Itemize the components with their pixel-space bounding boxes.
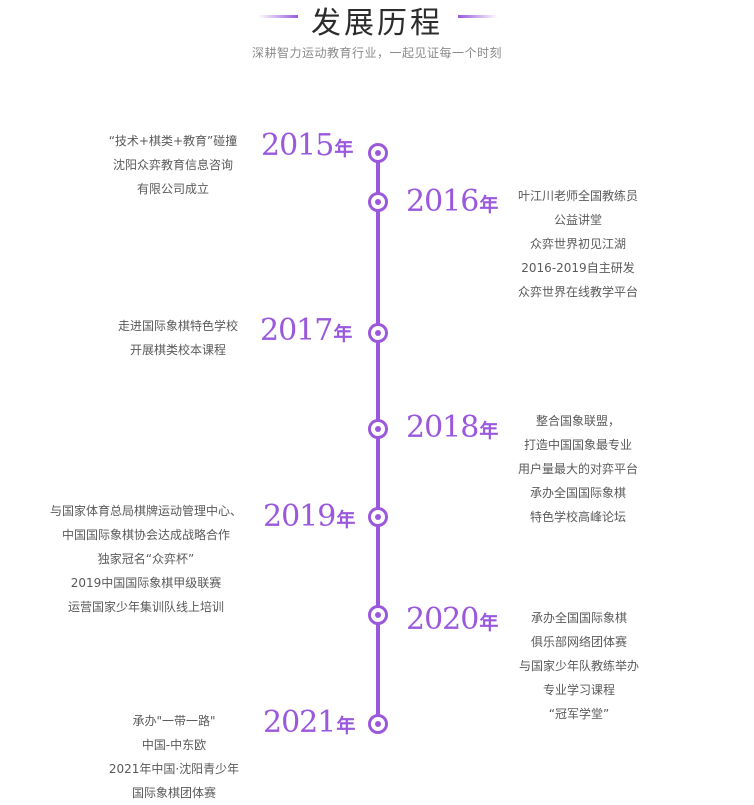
year-number: 2020 (406, 602, 479, 637)
year-number: 2021 (263, 705, 336, 740)
year-suffix: 年 (479, 420, 499, 442)
header: 发展历程 深耕智力运动教育行业，一起见证每一个时刻 (0, 0, 754, 70)
milestone-line: 运营国家少年集训队线上培训 (67, 600, 224, 614)
milestone-description: 与国家体育总局棋牌运动管理中心、 中国国际象棋协会达成战略合作 独家冠名“众弈杯… (26, 499, 266, 619)
milestone-line: 开展棋类校本课程 (129, 343, 226, 357)
year-label: 2020年 (406, 602, 498, 637)
year-suffix: 年 (479, 612, 499, 634)
milestone-line: 特色学校高峰论坛 (529, 510, 626, 524)
year-label: 2016年 (406, 184, 498, 219)
milestone-line: 众弈世界在线教学平台 (517, 285, 638, 299)
year-suffix: 年 (479, 194, 499, 216)
milestone-line: 打造中国国象最专业 (523, 438, 632, 452)
timeline-node (368, 714, 388, 734)
milestone-line: 走进国际象棋特色学校 (117, 319, 238, 333)
milestone-line: 承办全国国际象棋 (530, 611, 627, 625)
title-decor-left (258, 15, 298, 18)
year-label: 2021年 (263, 705, 355, 740)
milestone-description: “技术+棋类+教育”碰撞 沈阳众弈教育信息咨询 有限公司成立 (53, 129, 293, 201)
milestone-line: 承办全国国际象棋 (529, 486, 626, 500)
milestone-line: 与国家体育总局棋牌运动管理中心、 (49, 504, 242, 518)
milestone-line: 有限公司成立 (136, 182, 209, 196)
milestone-line: 众弈世界初见江湖 (529, 237, 626, 251)
milestone-description: 叶江川老师全国教练员 公益讲堂 众弈世界初见江湖 2016-2019自主研发 众… (458, 184, 698, 304)
milestone-line: 专业学习课程 (542, 683, 615, 697)
year-number: 2015 (261, 128, 334, 163)
year-label: 2019年 (263, 499, 355, 534)
milestone-description: 承办"一带一路" 中国-中东欧 2021年中国·沈阳青少年 国际象棋团体赛 (54, 709, 294, 805)
milestone-line: 沈阳众弈教育信息咨询 (112, 158, 233, 172)
milestone-line: 俱乐部网络团体赛 (530, 635, 627, 649)
year-suffix: 年 (336, 715, 356, 737)
milestone-line: 2016-2019自主研发 (521, 261, 635, 275)
year-number: 2018 (406, 410, 479, 445)
page-title: 发展历程 (311, 6, 443, 41)
timeline-node (368, 507, 388, 527)
milestone-line: 中国-中东欧 (141, 738, 207, 752)
milestone-line: “技术+棋类+教育”碰撞 (108, 134, 238, 148)
milestone-line: 独家冠名“众弈杯” (97, 552, 195, 566)
year-suffix: 年 (333, 323, 353, 345)
milestone-line: 公益讲堂 (553, 213, 602, 227)
milestone-line: 2021年中国·沈阳青少年 (108, 762, 240, 776)
timeline-node (368, 323, 388, 343)
milestone-line: 用户量最大的对弈平台 (517, 462, 638, 476)
milestone-description: 走进国际象棋特色学校 开展棋类校本课程 (58, 314, 298, 362)
year-number: 2016 (406, 184, 479, 219)
milestone-line: 整合国象联盟， (535, 414, 620, 428)
milestone-line: 2019中国国际象棋甲级联赛 (70, 576, 222, 590)
year-suffix: 年 (334, 138, 354, 160)
milestone-line: “冠军学堂” (548, 707, 610, 721)
year-label: 2017年 (260, 313, 352, 348)
milestone-line: 中国国际象棋协会达成战略合作 (61, 528, 230, 542)
milestone-line: 国际象棋团体赛 (131, 786, 216, 800)
year-label: 2018年 (406, 410, 498, 445)
milestone-description: 整合国象联盟， 打造中国国象最专业 用户量最大的对弈平台 承办全国国际象棋 特色… (458, 409, 698, 529)
page-subtitle: 深耕智力运动教育行业，一起见证每一个时刻 (251, 46, 502, 60)
title-decor-right (458, 15, 498, 18)
milestone-description: 承办全国国际象棋 俱乐部网络团体赛 与国家少年队教练举办 专业学习课程 “冠军学… (459, 606, 699, 726)
timeline-node (368, 143, 388, 163)
timeline-node (368, 419, 388, 439)
milestone-line: 叶江川老师全国教练员 (517, 189, 638, 203)
year-label: 2015年 (261, 128, 353, 163)
milestone-line: 与国家少年队教练举办 (518, 659, 639, 673)
milestone-line: 承办"一带一路" (132, 714, 216, 728)
year-suffix: 年 (336, 509, 356, 531)
timeline-node (368, 605, 388, 625)
year-number: 2019 (263, 499, 336, 534)
timeline-node (368, 192, 388, 212)
year-number: 2017 (260, 313, 333, 348)
